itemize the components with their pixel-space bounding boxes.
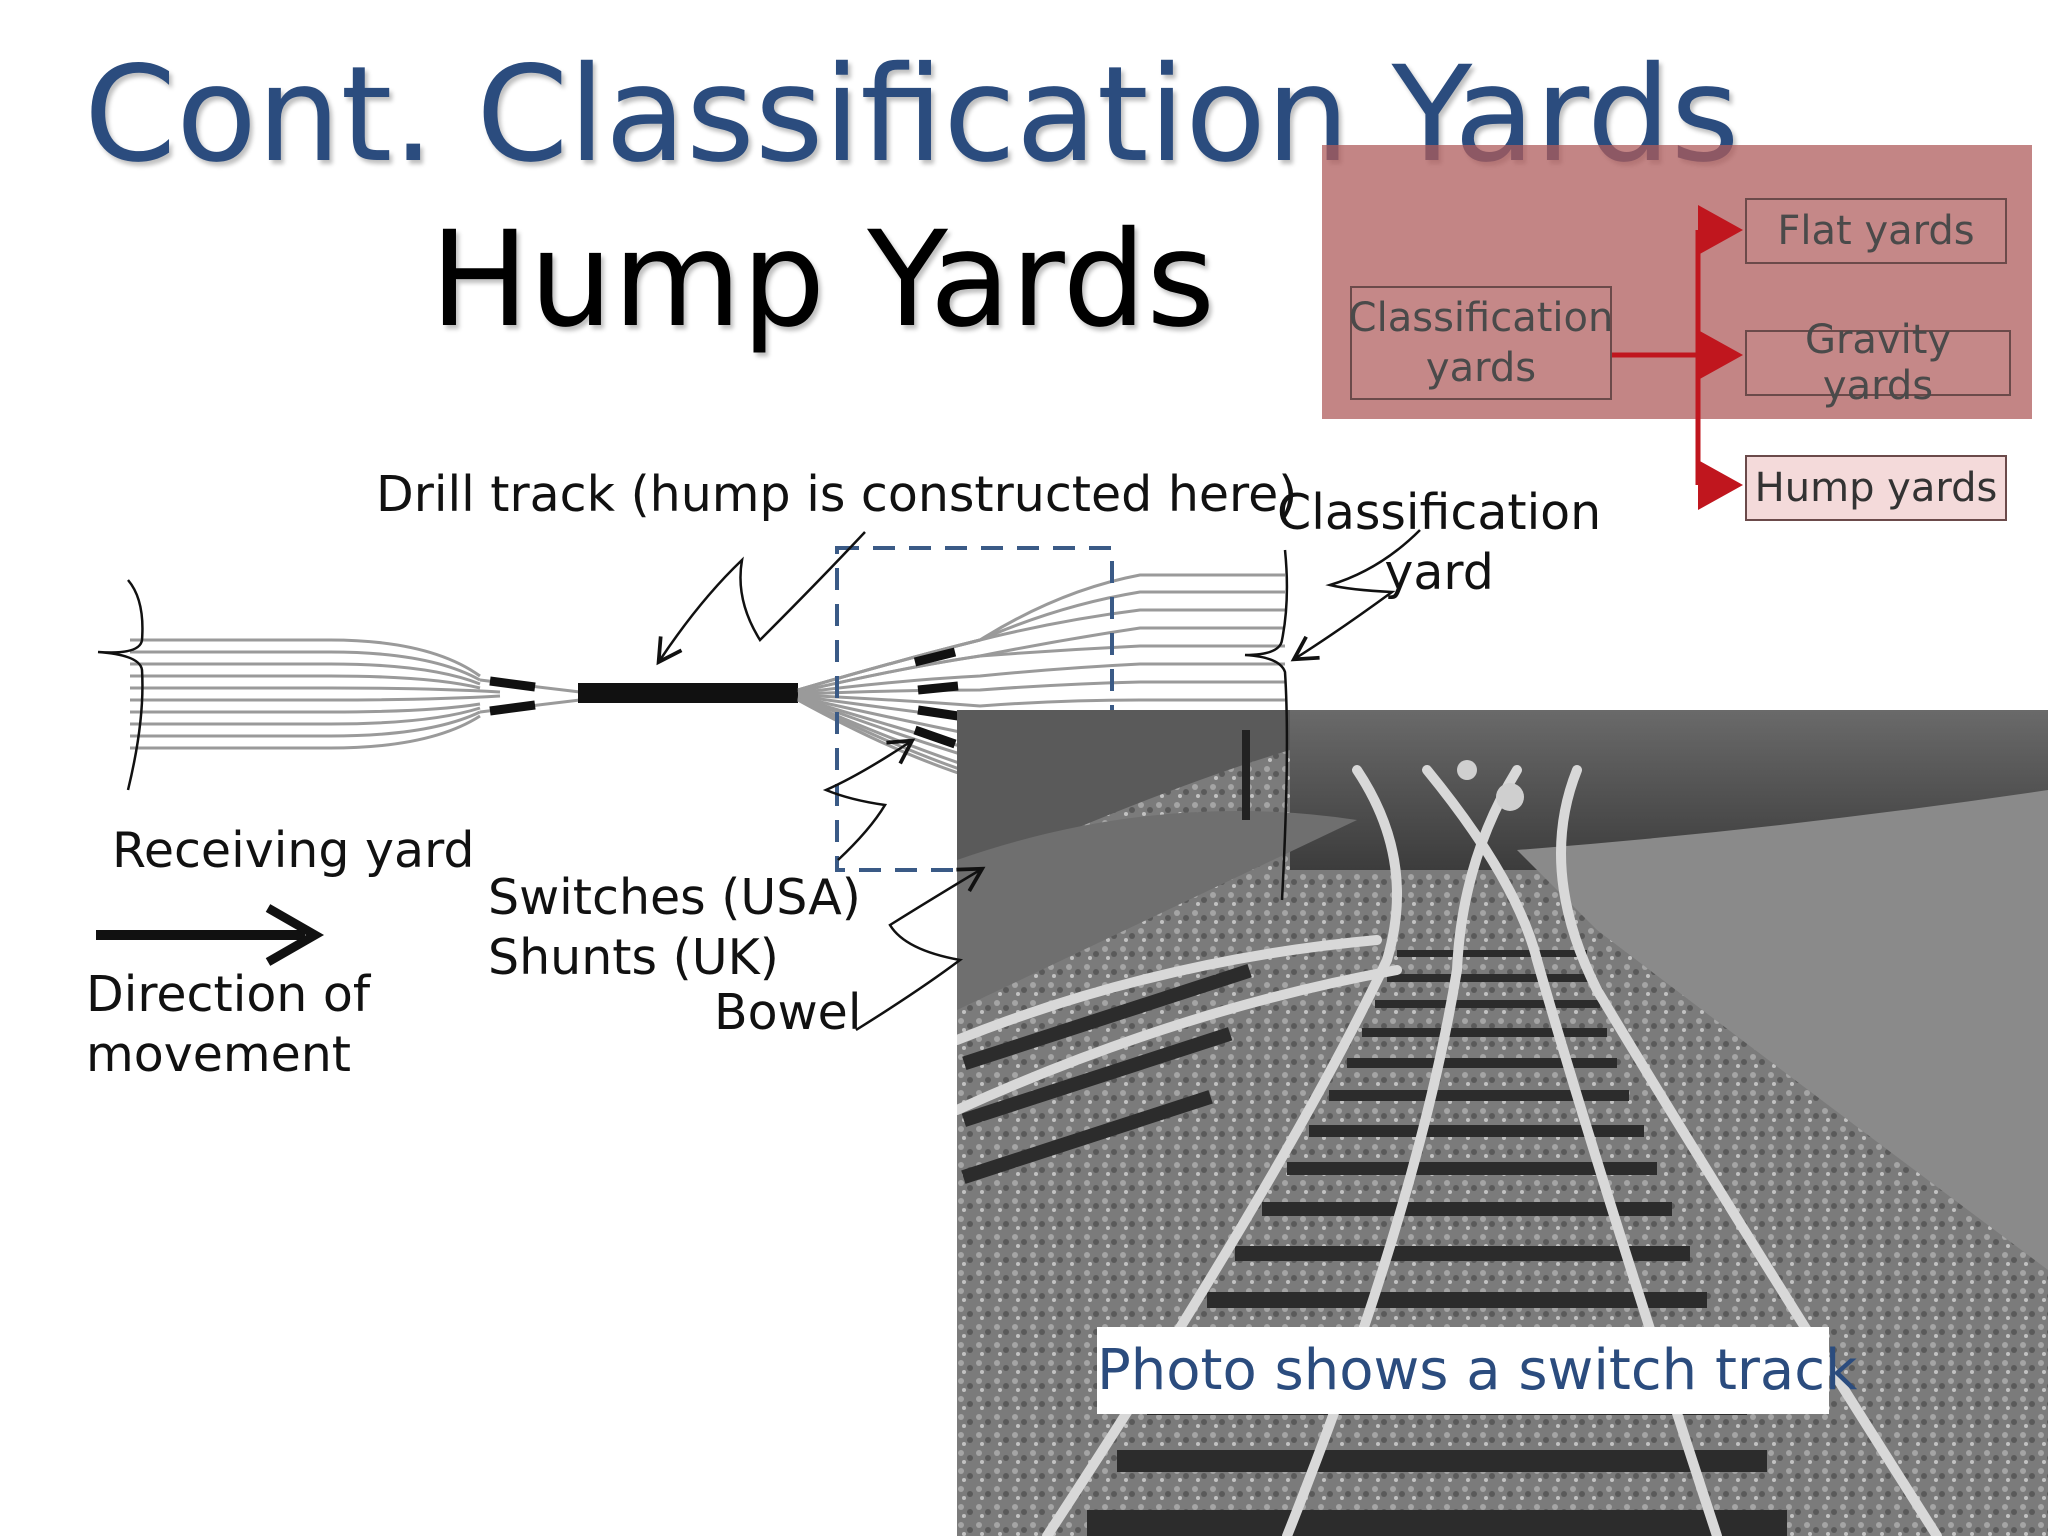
slide-subtitle: Hump Yards	[430, 203, 1216, 357]
receiving-switches	[489, 676, 536, 716]
classification-yard-label: Classification yard	[1277, 484, 1602, 601]
drill-track-label: Drill track (hump is constructed here)	[376, 466, 1298, 523]
receiving-yard-tracks	[130, 638, 581, 750]
hierarchy-child-flat: Flat yards	[1745, 198, 2007, 264]
hierarchy-child-label: Flat yards	[1777, 208, 1975, 254]
photo-caption: Photo shows a switch track	[1097, 1327, 1857, 1414]
hierarchy-child-hump: Hump yards	[1745, 455, 2007, 521]
receiving-yard-label: Receiving yard	[112, 822, 475, 879]
drill-track-hump	[578, 683, 798, 703]
switches-label: Switches (USA) Shunts (UK)	[488, 869, 861, 986]
hierarchy-root-label: Classification yards	[1348, 295, 1614, 391]
hierarchy-panel	[1322, 145, 2032, 419]
bowel-label: Bowel	[714, 984, 862, 1041]
hierarchy-child-label: Hump yards	[1754, 465, 1998, 511]
direction-arrow-head	[265, 904, 325, 966]
hierarchy-root-box: Classification yards	[1348, 286, 1614, 400]
classification-switches	[913, 647, 959, 749]
hierarchy-child-label: Gravity yards	[1804, 317, 1952, 409]
direction-label: Direction of movement	[86, 966, 371, 1083]
hierarchy-child-gravity: Gravity yards	[1745, 317, 2011, 409]
